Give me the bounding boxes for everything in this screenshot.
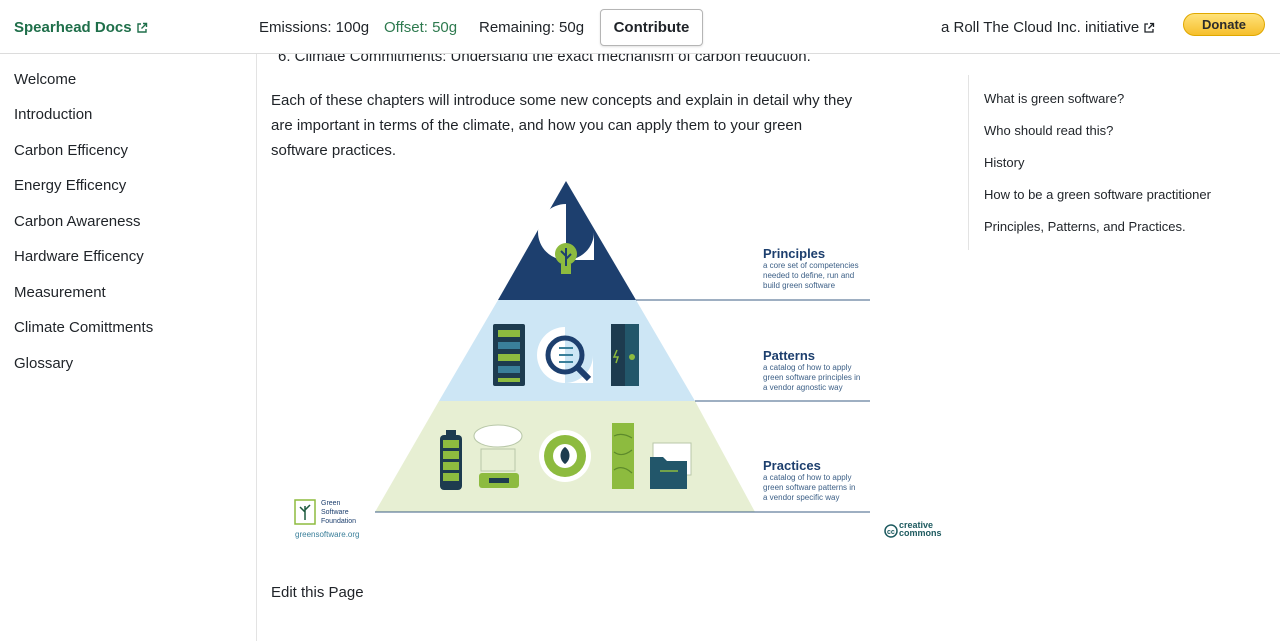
cloud-circuit-icon <box>473 424 523 488</box>
pyramid-patterns-tier <box>439 300 695 401</box>
green-software-foundation-logo: Green Software Foundation <box>294 499 356 525</box>
sidebar-item-welcome[interactable]: Welcome <box>14 71 77 88</box>
topography-column-icon <box>612 423 634 489</box>
toc-item-what-is-green-software[interactable]: What is green software? <box>984 91 1125 106</box>
sidebar-item-glossary[interactable]: Glossary <box>14 355 74 372</box>
org-name-line: Software <box>321 509 349 516</box>
gear-leaf-icon <box>539 430 591 482</box>
remaining-stat: Remaining: 50g <box>479 19 585 36</box>
lightbulb-icon <box>538 204 594 274</box>
level-title: Patterns <box>763 348 815 363</box>
sidebar-item-introduction[interactable]: Introduction <box>14 106 93 123</box>
toc-item-how-to-be-practitioner[interactable]: How to be a green software practitioner <box>984 187 1211 202</box>
org-url: greensoftware.org <box>295 530 359 539</box>
magnifier-list-icon <box>537 327 593 383</box>
sidebar-item-hardware-efficiency[interactable]: Hardware Efficency <box>14 248 144 265</box>
external-link-icon <box>136 22 147 33</box>
level-desc-line: green software principles in <box>763 373 860 382</box>
folder-document-icon <box>650 442 692 489</box>
pyramid-principles-tier <box>498 181 636 300</box>
emissions-stat: Emissions: 100g <box>259 19 370 36</box>
level-title: Principles <box>763 246 825 261</box>
license-line: commons <box>899 528 942 538</box>
initiative-label: a Roll The Cloud Inc. initiative <box>941 19 1140 36</box>
license-line: creative <box>899 520 933 530</box>
books-icon <box>611 324 639 386</box>
initiative-link[interactable]: a Roll The Cloud Inc. initiative <box>941 19 1155 36</box>
toc-item-who-should-read[interactable]: Who should read this? <box>984 123 1114 138</box>
main-content: 6. Climate Commitments: Understand the e… <box>257 54 967 641</box>
level-desc-line: a catalog of how to apply <box>763 473 852 482</box>
edit-page-link[interactable]: Edit this Page <box>271 584 364 601</box>
svg-text:cc: cc <box>887 529 895 536</box>
level-desc-line: a catalog of how to apply <box>763 363 852 372</box>
top-navigation-bar: Spearhead Docs Emissions: 100g Offset: 5… <box>0 0 1280 54</box>
toc-item-principles-patterns-practices[interactable]: Principles, Patterns, and Practices. <box>984 219 1186 234</box>
level-desc-line: a vendor agnostic way <box>763 383 843 392</box>
offset-stat: Offset: 50g <box>384 19 458 36</box>
sidebar-item-climate-commitments[interactable]: Climate Comittments <box>14 319 154 336</box>
donate-button[interactable]: Donate <box>1183 13 1265 36</box>
level-desc-line: build green software <box>763 281 836 290</box>
level-desc-line: green software patterns in <box>763 483 856 492</box>
server-rack-icon <box>493 324 525 386</box>
toc-item-history[interactable]: History <box>984 155 1025 170</box>
external-link-icon <box>1144 22 1155 33</box>
sidebar-item-energy-efficiency[interactable]: Energy Efficency <box>14 177 127 194</box>
intro-paragraph: Each of these chapters will introduce so… <box>271 92 853 159</box>
list-item: 6. Climate Commitments: Understand the e… <box>278 54 811 65</box>
level-title: Practices <box>763 458 821 473</box>
battery-icon <box>440 430 462 490</box>
contribute-button[interactable]: Contribute <box>600 9 703 46</box>
sidebar-item-carbon-efficiency[interactable]: Carbon Efficency <box>14 142 128 159</box>
level-desc-line: a core set of competencies <box>763 261 859 270</box>
table-of-contents: What is green software? Who should read … <box>968 75 1268 250</box>
brand-label: Spearhead Docs <box>14 19 132 36</box>
org-name-line: Foundation <box>321 518 356 525</box>
sidebar-item-carbon-awareness[interactable]: Carbon Awareness <box>14 213 141 230</box>
org-name-line: Green <box>321 500 341 507</box>
brand-link[interactable]: Spearhead Docs <box>14 19 148 36</box>
level-desc-line: a vendor specific way <box>763 493 839 502</box>
principles-patterns-practices-diagram: Principles a core set of competencies ne… <box>294 181 942 539</box>
sidebar-item-measurement[interactable]: Measurement <box>14 284 106 301</box>
creative-commons-logo: cc creative commons <box>884 520 942 538</box>
sidebar-navigation: Welcome Introduction Carbon Efficency En… <box>0 54 257 641</box>
level-desc-line: needed to define, run and <box>763 271 854 280</box>
